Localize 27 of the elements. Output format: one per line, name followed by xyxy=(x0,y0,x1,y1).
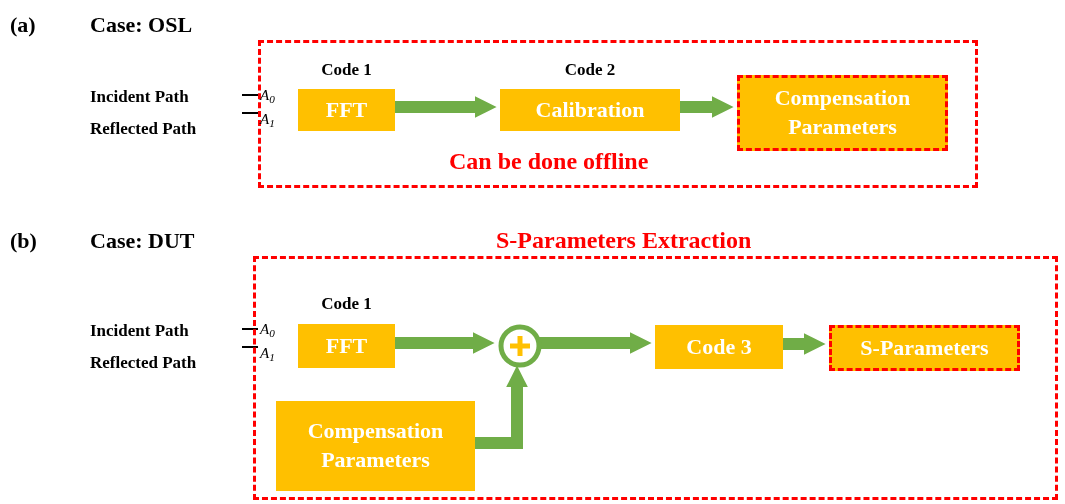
dashed-region xyxy=(258,40,978,188)
code-label: Code 2 xyxy=(563,59,617,81)
process-box: Code 3 xyxy=(655,325,783,369)
text-label: Case: OSL xyxy=(90,11,193,39)
text-label: A$_{0}$ xyxy=(260,320,275,341)
summing-junction xyxy=(498,324,542,368)
process-box: Compensation Parameters xyxy=(276,401,475,491)
text-label: A$_{1}$ xyxy=(260,110,275,131)
arrow xyxy=(539,332,652,354)
text-label: Reflected Path xyxy=(90,118,197,140)
code-label: Code 1 xyxy=(320,293,373,315)
process-box: Calibration xyxy=(500,89,680,131)
text-label: A$_{0}$ xyxy=(260,86,275,107)
process-box: S-Parameters xyxy=(829,325,1020,371)
region-note: Can be done offline xyxy=(449,147,649,176)
process-box: FFT xyxy=(298,89,395,131)
text-label: Incident Path xyxy=(90,86,189,108)
process-box: Compensation Parameters xyxy=(737,75,948,151)
process-box: FFT xyxy=(298,324,395,368)
code-label: Code 1 xyxy=(320,59,373,81)
text-label: A$_{1}$ xyxy=(260,344,275,365)
text-label: Case: DUT xyxy=(90,227,195,255)
text-label: (a) xyxy=(10,11,36,39)
text-label: (b) xyxy=(10,227,37,255)
text-label: Reflected Path xyxy=(90,352,197,374)
region-heading: S-Parameters Extraction xyxy=(496,226,752,255)
text-label: Incident Path xyxy=(90,320,189,342)
